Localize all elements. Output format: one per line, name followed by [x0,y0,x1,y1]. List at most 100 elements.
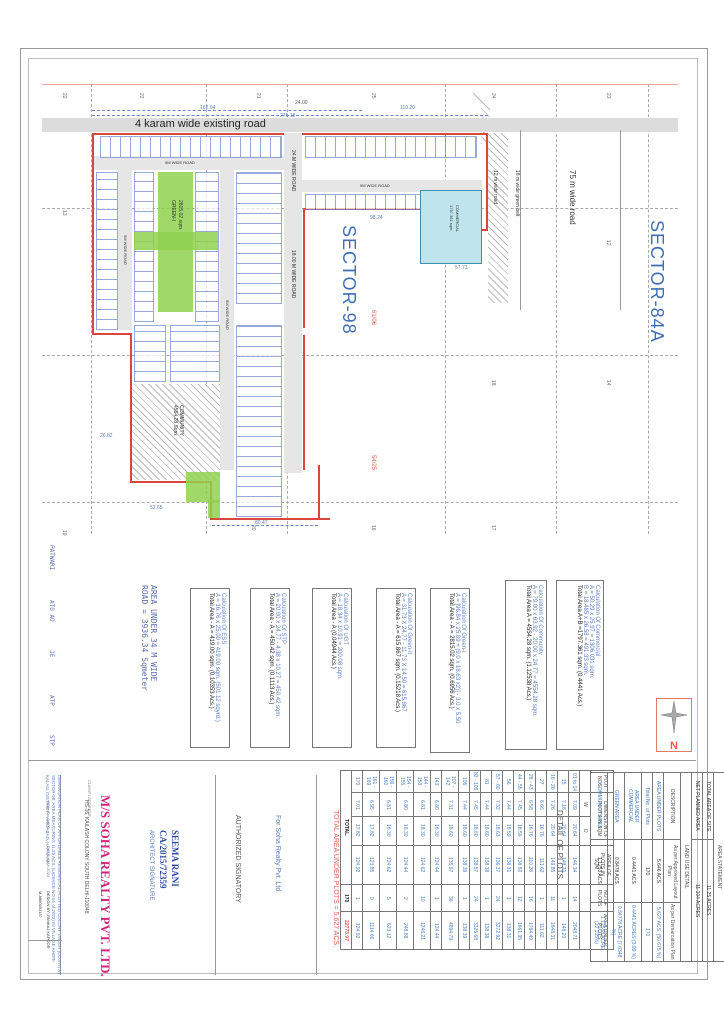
calc-line: A = 18.34 x 10.91 = 200.08 sqm. [336,593,342,680]
phone: M-8860093157 [38,891,43,918]
plot-row [305,194,437,210]
site-boundary [486,133,488,231]
land-use-title: LAND USE DETAIL [680,772,692,962]
dimension-label: 52.65 [150,505,163,511]
calc-title: Calculation Of Green-II [406,593,412,655]
calc-total: Total Area - A = 615.867 sqm. (0.15218 A… [394,593,400,712]
calc-community: Calculation Of Community A = 79.00 x 63.… [505,580,547,750]
green1-area: 2815.02 sqm. [177,200,183,231]
plan-frame [42,84,678,535]
plot-row [236,172,282,304]
sector-98-label: SECTOR-98 [339,225,359,335]
grid-number: 22 [61,93,67,99]
calc-title: Calculation Of Commercial [594,585,600,657]
site-boundary [303,208,305,328]
24m-road-label: 24 M WIDE ROAD [290,150,296,192]
grid-line [42,355,678,356]
dimension-label: 24.00 [295,100,308,106]
calc-ess: Calculation Of ESS A = 16.76 x 25.00 = 4… [190,588,230,748]
9m-road-label: 9M WIDE ROAD [165,160,195,165]
site-boundary [130,481,212,483]
plot-row [170,325,220,382]
commercial-area-value: 1797.361 sqm. [449,205,454,232]
compass-icon [660,700,688,734]
sector-84a-label: SECTOR-84A [647,220,667,343]
scale: SCALE :- 1:800 [46,801,51,829]
scale-date-block: SCALE :- 1:800 DATE:-MAY-2023 DESIGN BY:… [28,801,62,973]
note-line: AREA UNDER 34 M WIDE [149,585,158,682]
signature: PATWARI [48,545,55,571]
internal-road [118,170,132,330]
plot-row [100,136,282,158]
calc-line: A = 31.73 X 24.77 - 11.73 X 14.50 = 615.… [400,593,406,712]
grid-number: 19 [61,530,67,536]
area-statement-title: AREA STATEMENT [713,772,724,962]
calc-total: Total Area A+B =1797.361 sqm. (0.4441 Ac… [576,585,582,707]
calc-line: A = 16.76 x 25.00 = 419.00 sqm. (501.12 … [214,593,220,722]
calc-title: Calculation Of UGT [342,593,348,646]
commercial-area [420,190,482,264]
calc-line: A = 20.00 x 24.77 - 4.38 x 10.27 = 450.4… [274,593,280,719]
calc-total: Total Area - A = 419.00 sqm. (0.10353 Ac… [208,593,214,709]
grid-number: 13 [61,210,67,216]
green1-label: GREEN-I [170,200,176,221]
note-line: ROAD = 3936.34 Sqmeter [140,585,149,691]
grid-line [648,84,649,534]
community-area [132,384,220,480]
grid-number: 16 [370,525,376,531]
calc-line: A = 50.29 x 25.97 = 1306.031 sqm. [588,585,594,679]
client-label: CLIENT / ADDRESS [87,780,92,817]
calc-title: Calculation Of Green-I [460,593,466,653]
calc-total: Total Area - A = 2815.02 sqm. (0.6956 Ac… [448,593,454,709]
grid-line [91,84,92,534]
grid-number: 22 [138,93,144,99]
north-arrow: N [656,698,692,752]
site-boundary [92,333,132,335]
community-label: COMMUNITY [178,405,184,436]
north-label: N [670,740,678,752]
grid-number: 23 [605,93,611,99]
client-address: HS-16, KAILASH COLONY SOUTH DELHI-110048 [83,800,89,914]
green-area-2 [208,500,220,518]
grid-line [556,84,557,534]
plots-table: PLOT NOS. DIMENSION OF PLOTS IN SQM AREA… [340,769,614,950]
dimension-line [92,115,488,116]
signature: ATO AO [48,600,55,622]
12m-road-label: 12 m wide road [492,170,498,205]
dimension-label: 57.73 [455,265,468,271]
18m-road-label: 18.00 M WIDE ROAD [290,250,296,299]
dimension-label: 110.20 [400,105,415,111]
architect-block: SEEMA RANI CA/2015/72359 ARCHITECT SIGNA… [120,775,215,975]
dimension-label: 98.24 [370,215,383,221]
site-boundary [318,465,320,520]
plot-row [134,325,166,382]
calc-stp: Calculation Of STP A = 20.00 x 24.77 - 4… [250,588,290,748]
internal-road [220,170,234,470]
company-name: M/S SOHA REALTY PVT. LTD. [98,795,113,977]
internal-road [94,156,300,170]
road-edge [520,130,521,310]
dimension-line [92,110,362,111]
9m-road-label: 9M WIDE ROAD [360,183,390,188]
community-area-value: 4554.28 Sqm. [172,405,178,437]
internal-road [284,133,302,473]
plot-row [236,325,282,517]
sheet-border [20,48,708,980]
dimension-label: 162.04 [200,105,216,111]
